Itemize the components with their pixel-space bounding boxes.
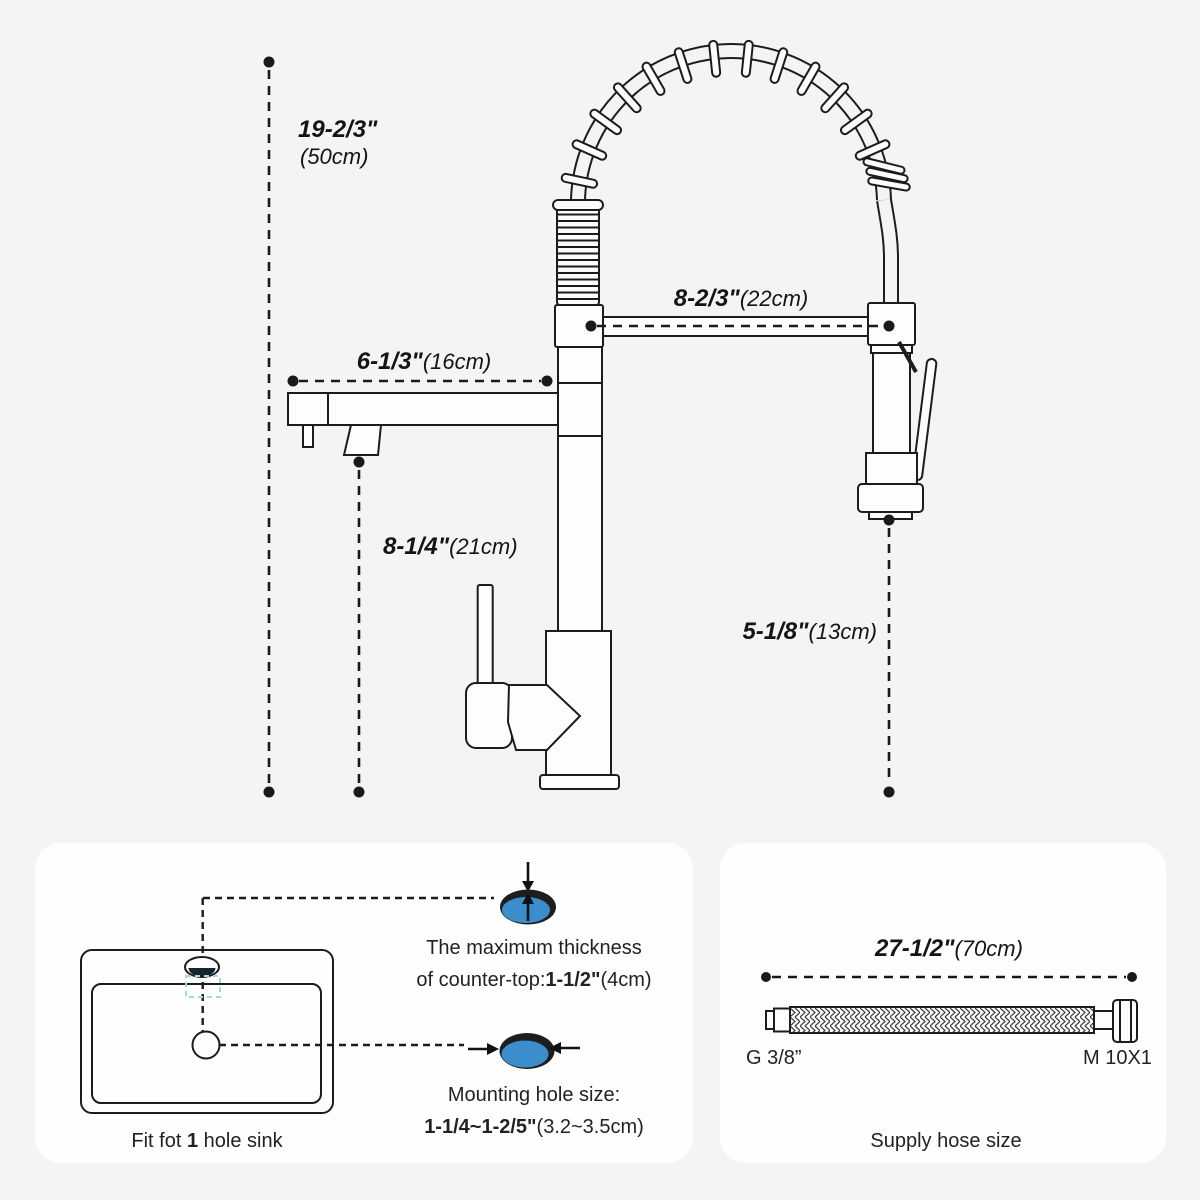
- sink-caption: Fit fot 1 hole sink: [52, 1129, 362, 1154]
- thickness-metric: (4cm): [600, 969, 652, 991]
- faucet-hole: [184, 956, 220, 978]
- handle-base: [465, 682, 513, 749]
- spout-arm: [287, 392, 559, 456]
- sprayer-body: [872, 352, 911, 454]
- sink-caption-count: 1: [186, 1130, 199, 1152]
- hose-info-card: [720, 843, 1166, 1163]
- dim-label-height-in: 19-2/3": [298, 116, 378, 143]
- dim-label-height-cm: (50cm): [300, 144, 368, 169]
- hose-length-label: 27-1/2"(70cm): [799, 934, 1099, 964]
- mounting-hole-title: Mounting hole size:: [447, 1084, 621, 1106]
- counter-thickness-callout: [500, 862, 556, 925]
- mounting-hole-line2: 1-1/4~1-2/5"(3.2~3.5cm): [384, 1115, 684, 1140]
- hose-right-fitting-label: M 10X1: [1083, 1047, 1152, 1069]
- spring-rings: [560, 39, 891, 189]
- hole-highlight-box: [185, 975, 221, 998]
- drop-dimension: [353, 456, 365, 798]
- down-arrow-icon: [522, 862, 534, 892]
- sink-caption-suffix: hole sink: [198, 1130, 283, 1152]
- handle-wedge: [506, 684, 582, 751]
- faucet-drawing: [287, 39, 938, 790]
- hose-right-fitting: [1093, 1010, 1114, 1030]
- spout-head: [342, 424, 383, 456]
- hose-top-dimension: [585, 320, 895, 332]
- dim-label-spout: 6-1/3"(16cm): [357, 348, 492, 375]
- up-arrow-icon: [522, 893, 534, 921]
- hose-left-fitting-label: G 3/8”: [746, 1047, 802, 1069]
- hose-length-cm: (70cm): [954, 936, 1023, 961]
- hose-nut: [1112, 999, 1138, 1043]
- mounting-metric: (3.2~3.5cm): [536, 1116, 644, 1138]
- counter-thickness-line1: The maximum thickness: [426, 937, 642, 959]
- sink-caption-prefix: Fit fot: [131, 1130, 187, 1152]
- spring-coil: [552, 199, 604, 306]
- base-flange: [539, 774, 620, 790]
- sink-drawing: [80, 896, 494, 1114]
- left-arrow-icon: [549, 1042, 580, 1054]
- dim-label-hose-top: 8-2/3"(22cm): [674, 285, 809, 312]
- hose-length-in: 27-1/2": [875, 935, 955, 962]
- trigger-pivot: [897, 341, 918, 373]
- height-dimension: [263, 56, 275, 798]
- faucet-handle: [465, 584, 582, 751]
- aerator-stub: [302, 424, 314, 448]
- thickness-prefix: of counter-top:: [416, 969, 546, 991]
- hose-length-dimension: [761, 972, 1137, 982]
- right-tube-rings: [862, 157, 911, 192]
- counter-thickness-line2: of counter-top:1-1/2"(4cm): [384, 968, 684, 993]
- drain-hole: [191, 1030, 221, 1060]
- supply-hose-drawing: [765, 999, 1138, 1043]
- dim-label-sprayer: 5-1/8"(13cm): [742, 618, 877, 645]
- hose-braid: [789, 1006, 1095, 1034]
- sprayer-dimension: [883, 514, 895, 798]
- spout-dimension: [287, 375, 553, 387]
- hose-left-fitting: [765, 1010, 775, 1030]
- hose-caption: Supply hose size: [870, 1130, 1022, 1152]
- mounting-hole-callout: [468, 1033, 580, 1069]
- thickness-value: 1-1/2": [545, 969, 601, 991]
- spring-hose-arch: [569, 42, 899, 306]
- mounting-value: 1-1/4~1-2/5": [424, 1116, 537, 1138]
- sprayer-head: [857, 302, 938, 520]
- dim-label-drop: 8-1/4"(21cm): [383, 533, 518, 560]
- right-arrow-icon: [468, 1043, 499, 1055]
- handle-lever: [476, 584, 494, 686]
